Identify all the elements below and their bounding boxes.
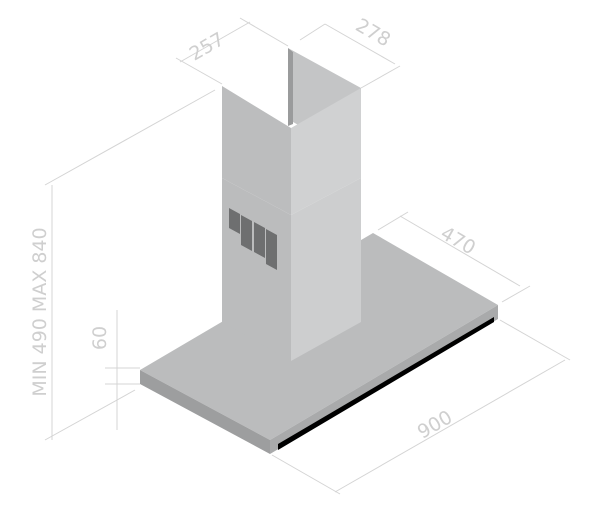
chimney-lower-right	[291, 178, 361, 361]
dimension-lines	[44, 17, 571, 495]
label-chimney-width: 257	[186, 28, 228, 65]
chimney	[222, 48, 361, 361]
canopy-left-edge	[140, 370, 270, 454]
label-canopy-width: 900	[414, 406, 456, 443]
label-height-range: MIN 490 MAX 840	[29, 227, 51, 396]
chimney-upper-right	[291, 88, 361, 215]
chimney-upper-left	[222, 86, 291, 215]
label-canopy-thickness: 60	[89, 326, 111, 350]
vent-grille-icon	[229, 208, 277, 270]
label-chimney-depth: 278	[352, 14, 394, 51]
filter-strip	[278, 317, 494, 450]
chimney-back-inner	[288, 48, 293, 126]
label-canopy-depth: 470	[437, 222, 479, 259]
